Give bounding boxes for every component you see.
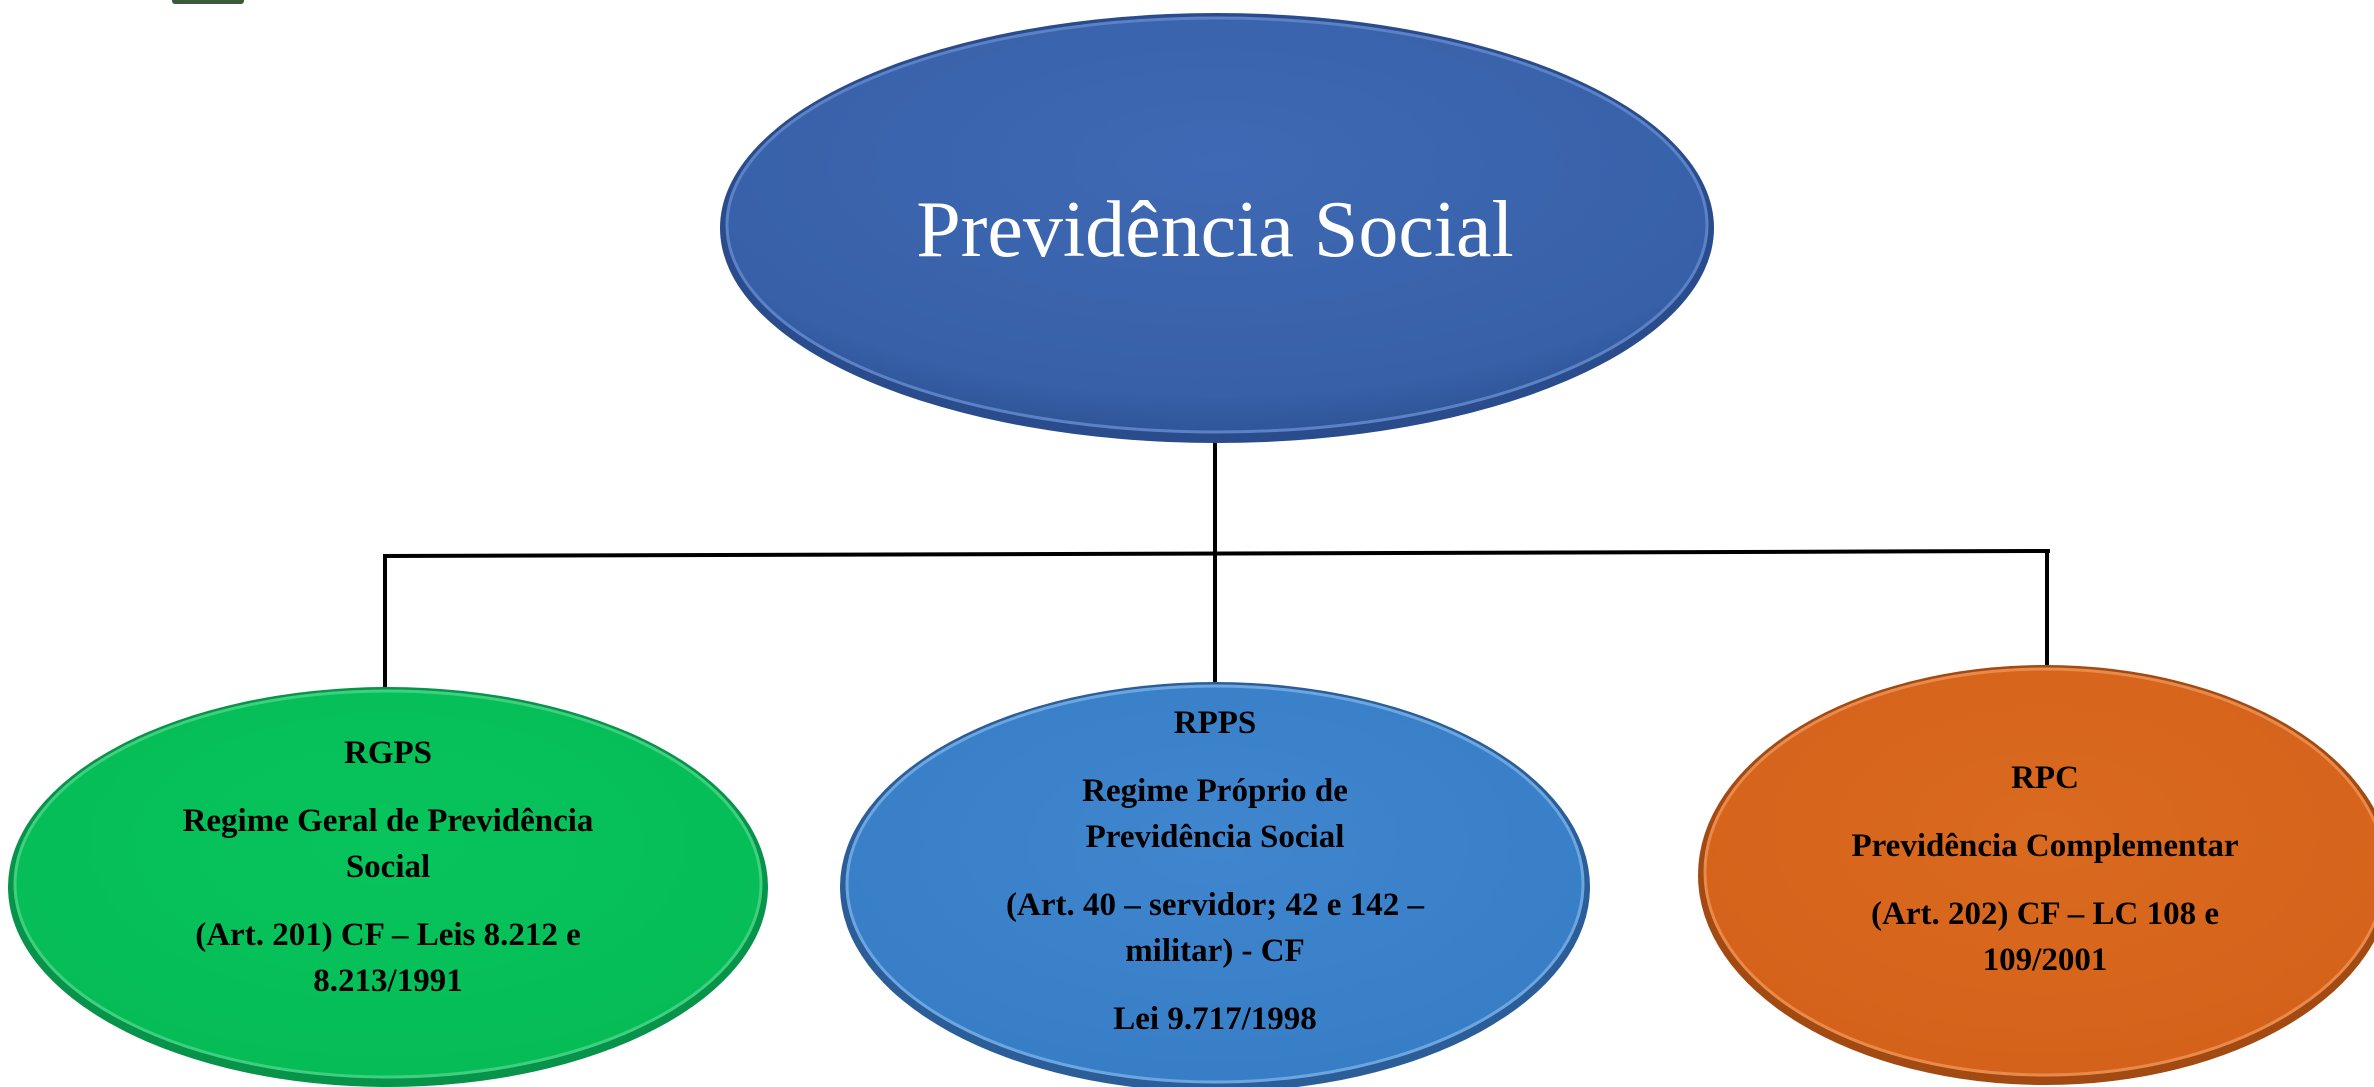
logo-fragment [172,0,244,4]
rpc-law-line2: 109/2001 [1982,942,2108,978]
rpps-acronym: RPPS [1173,705,1257,741]
rpps-law-line1: (Art. 40 – servidor; 42 e 142 – [1006,887,1424,923]
rpps-law-line3: Lei 9.717/1998 [1113,1001,1317,1037]
rpc-acronym: RPC [2011,760,2079,796]
rpc-node [1698,665,2374,1085]
rpc-name-line1: Previdência Complementar [1851,828,2239,864]
rgps-label: RGPS Regime Geral de Previdência Social … [98,730,678,1004]
rgps-name-line2: Social [345,849,431,885]
root-node [720,13,1714,443]
rpps-law-line2: militar) - CF [1125,933,1305,969]
rpc-label: RPC Previdência Complementar (Art. 202) … [1755,755,2335,983]
rpps-name-line1: Regime Próprio de [1082,773,1348,809]
rpps-node [840,682,1590,1087]
rgps-acronym: RGPS [343,735,432,771]
rpps-label: RPPS Regime Próprio de Previdência Socia… [925,700,1505,1042]
rgps-law-line2: 8.213/1991 [313,963,463,999]
rgps-law-line1: (Art. 201) CF – Leis 8.212 e [195,917,581,953]
root-title: Previdência Social [916,185,1514,274]
rpc-law-line1: (Art. 202) CF – LC 108 e [1871,896,2219,932]
connector-bus [384,549,2051,558]
rpps-name-line2: Previdência Social [1085,819,1345,855]
rgps-name-line1: Regime Geral de Previdência [182,803,594,839]
rgps-node [8,687,768,1087]
